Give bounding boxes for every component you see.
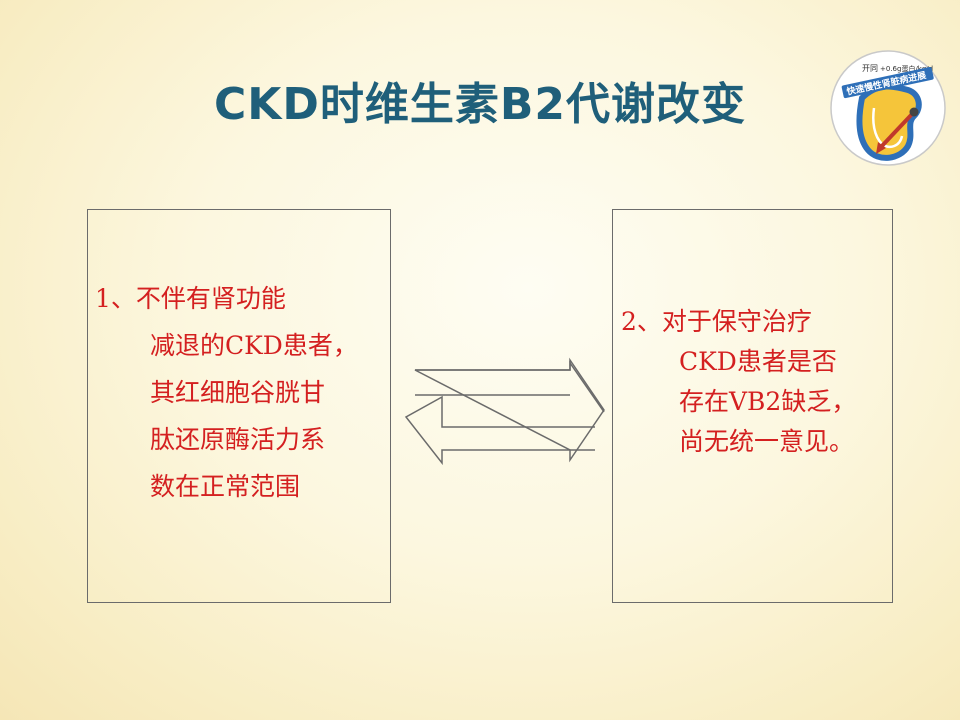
- logo-top-text: 开同: [862, 64, 878, 73]
- left-line-3: 其红细胞谷胱甘: [150, 378, 326, 407]
- left-text-box: 1、不伴有肾功能 减退的CKD患者， 其红细胞谷胱甘 肽还原酶活力系 数在正常范…: [87, 209, 391, 603]
- right-line-4: 尚无统一意见。: [679, 427, 855, 456]
- left-line-2: 减退的CKD患者，: [150, 331, 358, 360]
- slide-title: CKD时维生素B2代谢改变: [213, 79, 747, 130]
- left-line-5: 数在正常范围: [150, 472, 301, 501]
- right-arrow-shape: [414, 357, 605, 463]
- logo-top-text-suffix: +0.6g蛋白/kg/d: [880, 64, 933, 73]
- right-line-1: 2、对于保守治疗: [621, 307, 812, 336]
- right-box-text: 2、对于保守治疗 CKD患者是否 存在VB2缺乏， 尚无统一意见。: [621, 302, 856, 462]
- right-line-3: 存在VB2缺乏，: [679, 387, 857, 416]
- kidney-gauge-logo: 开同 +0.6g蛋白/kg/d 快速慢性肾脏病进展: [828, 28, 948, 188]
- left-line-4: 肽还原酶活力系: [150, 425, 326, 454]
- bidirectional-arrows-icon: [400, 355, 612, 475]
- left-line-1: 1、不伴有肾功能: [95, 284, 286, 313]
- right-line-2: CKD患者是否: [679, 347, 837, 376]
- left-box-text: 1、不伴有肾功能 减退的CKD患者， 其红细胞谷胱甘 肽还原酶活力系 数在正常范…: [95, 275, 358, 510]
- right-text-box: 2、对于保守治疗 CKD患者是否 存在VB2缺乏， 尚无统一意见。: [612, 209, 893, 603]
